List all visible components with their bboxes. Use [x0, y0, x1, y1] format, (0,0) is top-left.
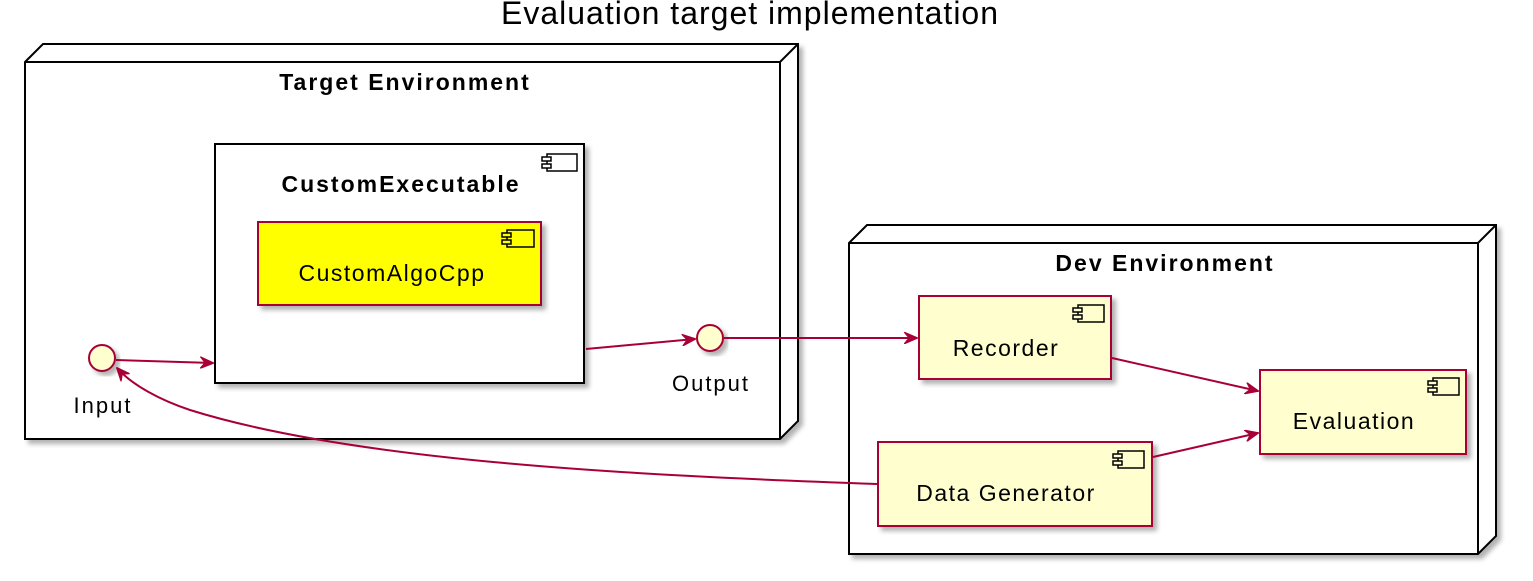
component-icon — [1427, 377, 1460, 396]
diagram-title: Evaluation target implementation — [501, 0, 999, 31]
recorder-label: Recorder — [953, 335, 1060, 361]
edge-data-generator-to-evaluation — [1152, 433, 1258, 458]
output-interface-label: Output — [672, 371, 750, 396]
edge-data-generator-to-input — [117, 368, 878, 485]
component-icon — [541, 153, 578, 172]
dev-environment-title: Dev Environment — [1055, 250, 1274, 276]
component-icon — [1072, 304, 1105, 323]
component-icon — [1112, 450, 1145, 469]
target-environment-title: Target Environment — [279, 69, 531, 95]
output-interface-circle — [696, 324, 724, 352]
input-interface-circle — [88, 344, 116, 372]
edge-recorder-to-evaluation — [1111, 357, 1258, 391]
edge-custom-executable-to-output — [585, 339, 695, 350]
evaluation-label: Evaluation — [1293, 408, 1415, 434]
component-icon — [501, 229, 535, 248]
custom-algo-cpp-label: CustomAlgoCpp — [299, 260, 486, 286]
data-generator-label: Data Generator — [916, 480, 1096, 506]
edge-input-to-custom-executable — [115, 360, 213, 363]
input-interface-label: Input — [74, 393, 133, 418]
custom-algo-cpp-component — [257, 221, 542, 306]
data-generator-component — [877, 441, 1153, 527]
custom-executable-title: CustomExecutable — [281, 171, 520, 197]
